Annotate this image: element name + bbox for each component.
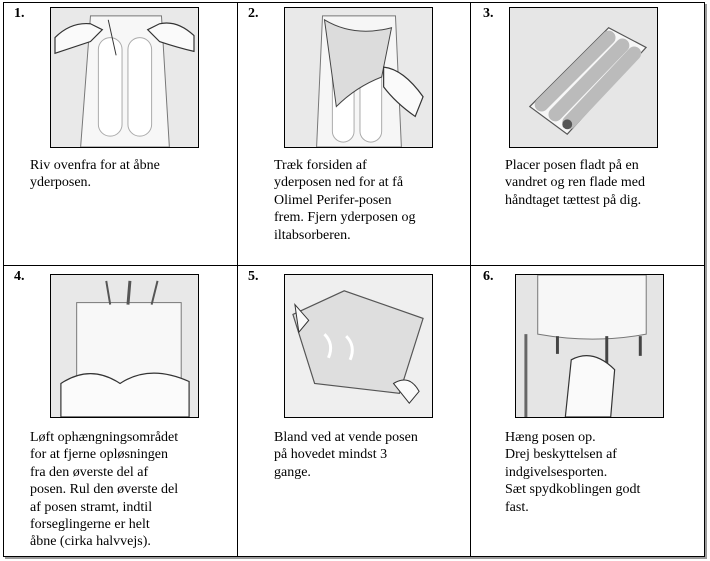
step-number: 5.	[248, 269, 259, 284]
step-number: 6.	[483, 269, 494, 284]
step-5: 5. Bland ved at vende posen på hovedet m…	[238, 266, 470, 556]
caption-line: indgivelsesporten.	[505, 464, 608, 480]
column-divider	[237, 3, 238, 556]
caption-line: fra den øverste del af	[30, 464, 149, 480]
column-divider	[470, 3, 471, 556]
step-caption: Træk forsiden af yderposen ned for at få…	[274, 157, 416, 244]
step-caption: Bland ved at vende posen på hovedet mind…	[274, 429, 418, 481]
step-number: 2.	[248, 6, 259, 21]
peel-outer-bag-icon	[284, 7, 433, 148]
caption-line: fast.	[505, 499, 529, 515]
caption-line: frem. Fjern yderposen og	[274, 210, 416, 226]
caption-line: Hæng posen op.	[505, 430, 596, 445]
invert-bag-mix-icon	[284, 274, 433, 418]
caption-line: for at fjerne opløsningen	[30, 447, 169, 463]
step-4: 4. Løft ophængningsområdet for at fjerne…	[4, 266, 237, 556]
caption-line: Placer posen fladt på en	[505, 158, 639, 173]
caption-line: åbne (cirka halvvejs).	[30, 534, 151, 550]
caption-line: posen. Rul den øverste del	[30, 482, 179, 498]
hang-bag-spike-icon	[515, 274, 664, 418]
caption-line: yderposen ned for at få	[274, 175, 404, 191]
caption-line: Sæt spydkoblingen godt	[505, 482, 641, 498]
step-caption: Riv ovenfra for at åbne yderposen.	[30, 157, 160, 192]
caption-line: håndtaget tættest på dig.	[505, 192, 642, 208]
caption-line: Drej beskyttelsen af	[505, 447, 617, 463]
caption-line: Olimel Perifer-posen	[274, 192, 392, 208]
bag-flat-on-surface-icon	[509, 7, 658, 148]
roll-bag-open-seals-icon	[50, 274, 199, 418]
step-number: 1.	[14, 6, 25, 21]
caption-line: yderposen.	[30, 175, 92, 191]
caption-line: gange.	[274, 464, 311, 480]
step-1: 1. Riv ovenfra for at åbne yderposen.	[4, 3, 237, 265]
caption-line: på hovedet mindst 3	[274, 447, 388, 463]
caption-line: Træk forsiden af	[274, 158, 367, 173]
step-number: 3.	[483, 6, 494, 21]
step-caption: Løft ophængningsområdet for at fjerne op…	[30, 429, 178, 551]
caption-line: iltabsorberen.	[274, 227, 351, 243]
caption-line: vandret og ren flade med	[505, 175, 645, 191]
step-6: 6. Hæng posen op. Drej beskyttelsen af i…	[471, 266, 704, 556]
step-2: 2. Træk forsiden af yderposen ned for at…	[238, 3, 470, 265]
step-3: 3. Placer posen fladt på en vandret og r…	[471, 3, 704, 265]
step-number: 4.	[14, 269, 25, 284]
row-divider	[4, 265, 704, 266]
caption-line: Bland ved at vende posen	[274, 430, 418, 445]
caption-line: Løft ophængningsområdet	[30, 430, 179, 445]
caption-line: af posen stramt, indtil	[30, 499, 153, 515]
instruction-sheet: 1. Riv ovenfra for at åbne yderposen. 2.	[3, 2, 705, 557]
step-caption: Hæng posen op. Drej beskyttelsen af indg…	[505, 429, 640, 516]
step-caption: Placer posen fladt på en vandret og ren …	[505, 157, 645, 209]
tear-open-outer-bag-icon	[50, 7, 199, 148]
caption-line: forseglingerne er helt	[30, 517, 150, 533]
caption-line: Riv ovenfra for at åbne	[30, 158, 160, 173]
